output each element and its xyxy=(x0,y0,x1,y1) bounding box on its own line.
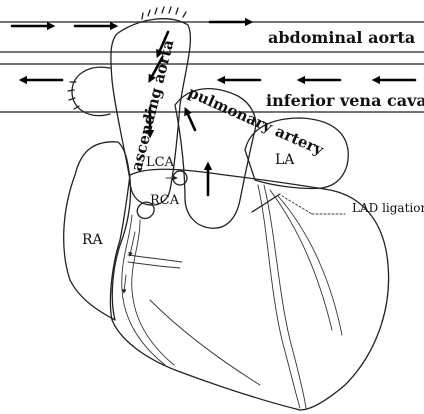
lca-ostium xyxy=(165,170,188,186)
abdominal-aorta-label: abdominal aorta xyxy=(268,28,415,47)
ra-label: RA xyxy=(82,232,104,248)
coronary-vessels xyxy=(121,184,343,409)
abdominal-aorta-flow-arrows xyxy=(10,17,254,31)
inferior-vena-cava-label: inferior vena cava xyxy=(266,91,424,110)
pulmonary-artery-flow-arrows xyxy=(184,106,213,197)
pulmonary-artery xyxy=(174,87,257,229)
lad-ligation-mark xyxy=(251,193,346,215)
heart-body xyxy=(63,113,400,411)
rca-label: RCA xyxy=(150,193,180,208)
ascending-aorta-flow-arrows xyxy=(145,30,170,139)
lca-label: LCA xyxy=(146,155,175,170)
rca-ostium xyxy=(122,201,155,294)
inferior-vena-cava-vessel xyxy=(0,63,424,113)
ascending-aorta-graft xyxy=(110,6,191,206)
la-label: LA xyxy=(275,152,295,168)
lad-ligation-label: LAD ligation xyxy=(352,201,424,215)
ivc-anastomosis xyxy=(67,66,111,117)
